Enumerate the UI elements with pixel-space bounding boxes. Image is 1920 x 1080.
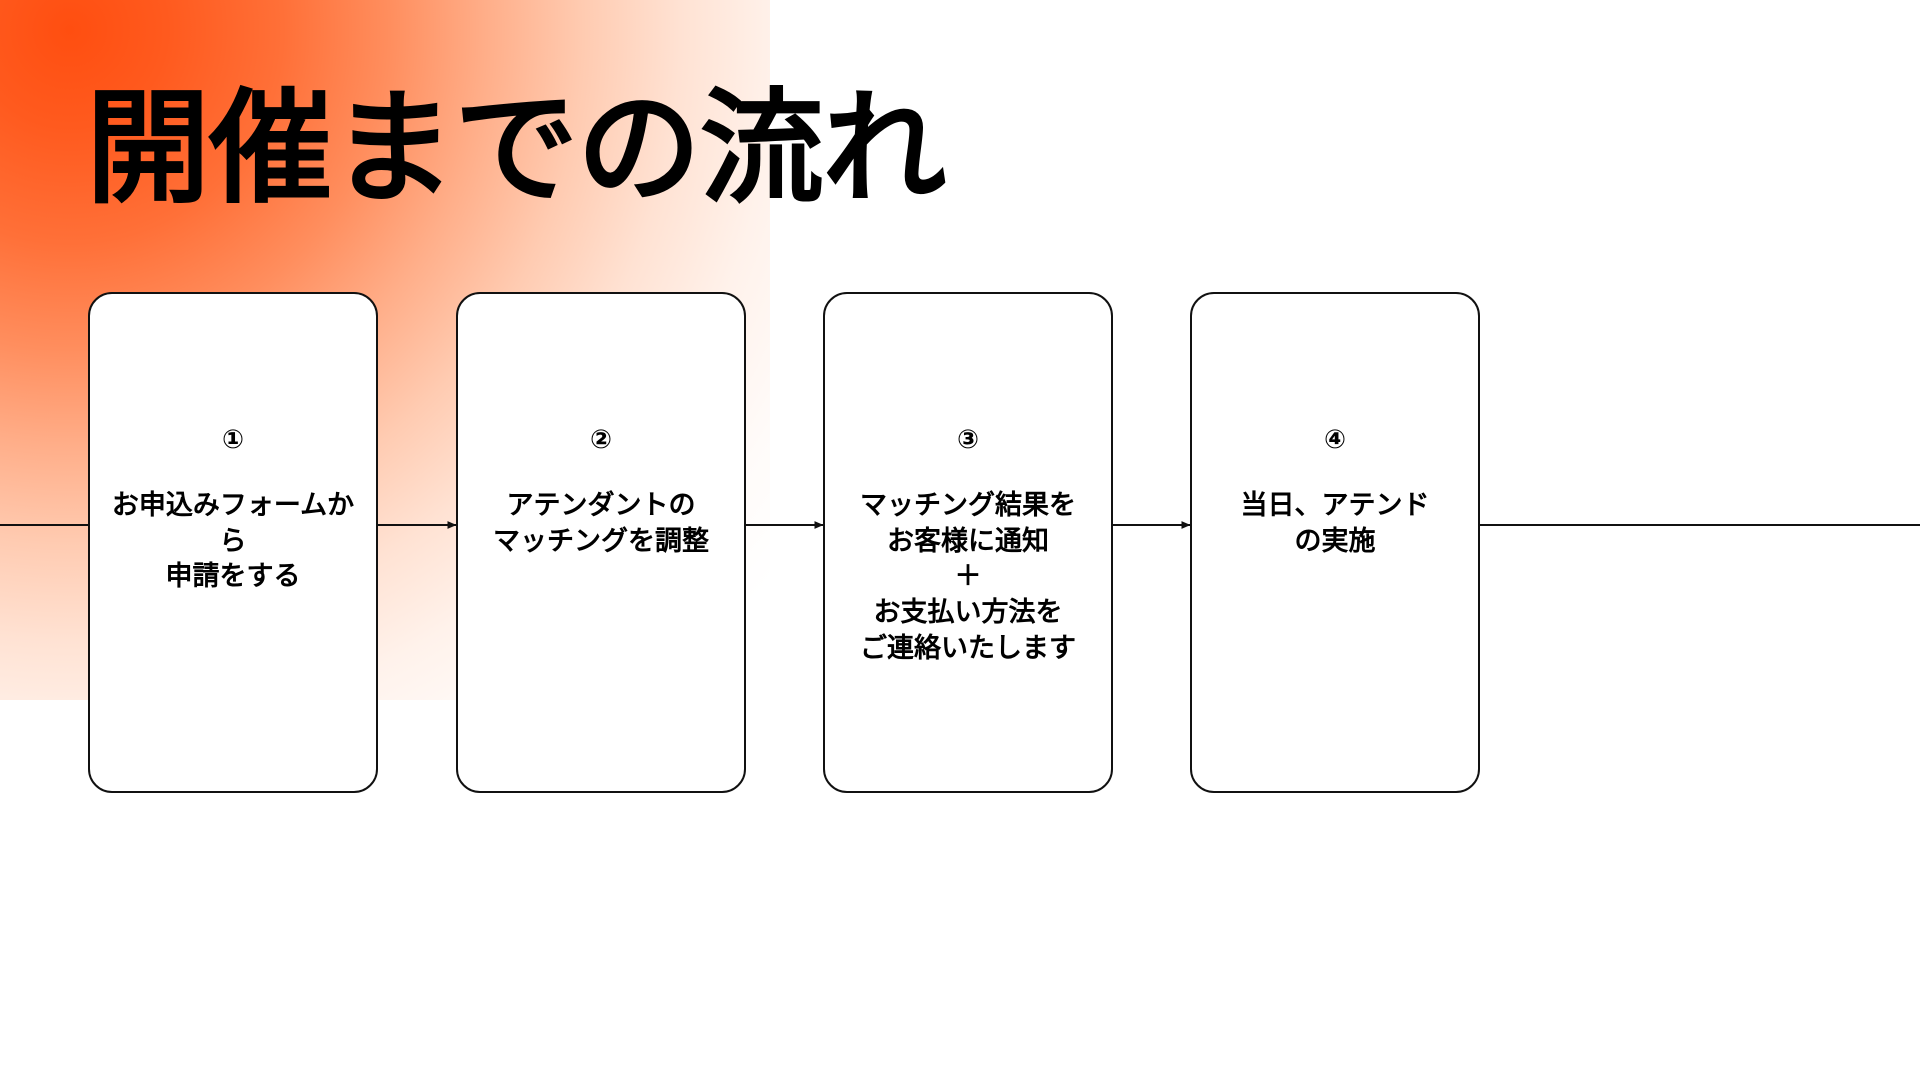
flow-step-text-3: マッチング結果を お客様に通知 ＋ お支払い方法を ご連絡いたします (860, 490, 1076, 663)
circled-digit-four: ④ (1323, 424, 1346, 454)
flow-step-card-3[interactable]: ③ マッチング結果を お客様に通知 ＋ お支払い方法を ご連絡いたします (823, 292, 1113, 793)
circled-digit-three: ③ (956, 424, 979, 454)
flow-step-card-2[interactable]: ② アテンダントの マッチングを調整 (456, 292, 746, 793)
circled-digit-one: ① (221, 424, 244, 454)
flow-step-text-4: 当日、アテンド の実施 (1240, 490, 1430, 556)
circled-digit-two: ② (589, 424, 612, 454)
page-title: 開催までの流れ (86, 80, 947, 218)
flow-step-card-1[interactable]: ① お申込みフォームから 申請をする (88, 292, 378, 793)
flow-step-text-1: お申込みフォームから 申請をする (111, 490, 355, 592)
flow-step-card-4[interactable]: ④ 当日、アテンド の実施 (1190, 292, 1480, 793)
flow-step-text-2: アテンダントの マッチングを調整 (493, 490, 709, 556)
